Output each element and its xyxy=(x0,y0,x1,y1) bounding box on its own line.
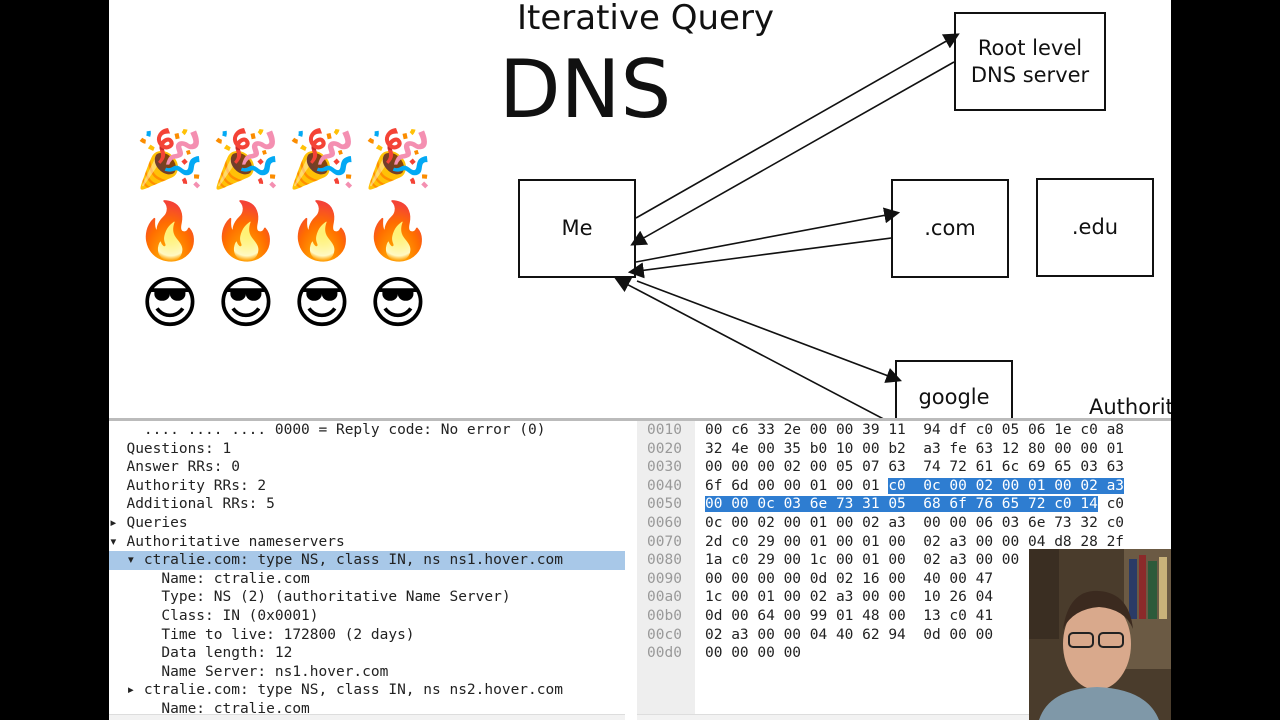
hex-bytes: 6f 6d 00 00 01 00 01 c0 0c 00 02 00 01 0… xyxy=(705,477,1125,496)
sunglasses-face-icon: 😎 xyxy=(140,271,200,336)
packet-details-tree[interactable]: .... .... .... 0000 = Reply code: No err… xyxy=(109,421,625,720)
sunglasses-face-icon: 😎 xyxy=(216,271,276,336)
tree-line-name[interactable]: Name: ctralie.com xyxy=(109,570,310,587)
arrow-me-to-root xyxy=(635,33,960,219)
hex-row[interactable]: 00b0 0d 00 64 00 99 01 48 00 13 c0 41 xyxy=(637,607,1171,626)
hex-offset: 0070 xyxy=(647,533,682,550)
hex-offset: 0020 xyxy=(647,440,682,457)
tree-line-questions[interactable]: Questions: 1 xyxy=(109,440,232,457)
hex-bytes-highlighted: 00 00 0c 03 6e 73 31 05 68 6f 76 65 72 c… xyxy=(705,496,1098,513)
tree-node-ns2-record[interactable]: ▸ ctralie.com: type NS, class IN, ns ns2… xyxy=(109,682,563,699)
emoji-row-fire: 🔥 🔥 🔥 🔥 xyxy=(135,196,435,268)
fire-icon: 🔥 xyxy=(211,199,281,264)
hex-bytes: 00 00 00 00 0d 02 16 00 40 00 47 xyxy=(705,570,994,587)
hex-row[interactable]: 0050 00 00 0c 03 6e 73 31 05 68 6f 76 65 … xyxy=(637,495,1171,514)
tree-line-authority-rrs[interactable]: Authority RRs: 2 xyxy=(109,477,267,494)
hex-row[interactable]: 00d0 00 00 00 00 xyxy=(637,644,1171,663)
arrow-root-to-me xyxy=(630,61,955,246)
wireshark-panes: .... .... .... 0000 = Reply code: No err… xyxy=(109,418,1171,720)
emoji-row-sunglasses: 😎 😎 😎 😎 xyxy=(135,268,435,340)
hex-offset: 0080 xyxy=(647,552,682,569)
party-popper-icon: 🎉 xyxy=(287,127,357,192)
hex-offset: 00d0 xyxy=(647,645,682,662)
arrow-com-to-me xyxy=(627,237,892,279)
com-tld-box: .com xyxy=(891,179,1009,278)
packet-bytes-pane[interactable]: 0010 00 c6 33 2e 00 00 39 11 94 df c0 05 … xyxy=(637,421,1171,720)
hex-bytes: 0c 00 02 00 01 00 02 a3 00 00 06 03 6e 7… xyxy=(705,514,1125,531)
hex-offset: 0030 xyxy=(647,459,682,476)
hex-bytes-plain: 6f 6d 00 00 01 00 01 xyxy=(705,477,889,494)
hex-offset: 0040 xyxy=(647,477,682,494)
tree-node-ns1-record-selected[interactable]: ▾ ctralie.com: type NS, class IN, ns ns1… xyxy=(109,551,625,570)
hex-bytes-plain: c0 xyxy=(1097,496,1125,513)
slide-canvas: Iterative Query DNS 🎉 🎉 🎉 🎉 🔥 🔥 🔥 🔥 😎 😎 … xyxy=(109,0,1171,720)
offset-column-bg xyxy=(637,421,695,720)
hex-offset: 00a0 xyxy=(647,589,682,606)
root-dns-server-box: Root level DNS server xyxy=(954,12,1106,111)
sunglasses-face-icon: 😎 xyxy=(368,271,428,336)
tree-node-authoritative-nameservers[interactable]: ▾ Authoritative nameservers xyxy=(109,533,345,550)
hex-bytes: 1c 00 01 00 02 a3 00 00 10 26 04 xyxy=(705,589,994,606)
hex-bytes: 32 4e 00 35 b0 10 00 b2 a3 fe 63 12 80 0… xyxy=(705,440,1125,457)
hex-bytes: 2d c0 29 00 01 00 01 00 02 a3 00 00 04 d… xyxy=(705,533,1125,550)
hex-bytes: 02 a3 00 00 04 40 62 94 0d 00 00 xyxy=(705,626,994,643)
tree-line-additional-rrs[interactable]: Additional RRs: 5 xyxy=(109,496,275,513)
fire-icon: 🔥 xyxy=(287,199,357,264)
arrow-google-to-me xyxy=(614,277,888,420)
slide-title: Iterative Query xyxy=(517,0,775,38)
hex-row[interactable]: 00c0 02 a3 00 00 04 40 62 94 0d 00 00 xyxy=(637,626,1171,645)
hex-bytes: 0d 00 64 00 99 01 48 00 13 c0 41 xyxy=(705,607,994,624)
fire-icon: 🔥 xyxy=(135,199,205,264)
tree-line-ttl[interactable]: Time to live: 172800 (2 days) xyxy=(109,626,415,643)
hex-row[interactable]: 0040 6f 6d 00 00 01 00 01 c0 0c 00 02 00 … xyxy=(637,477,1171,496)
arrow-me-to-google xyxy=(636,280,902,383)
hex-bytes-highlighted: c0 0c 00 02 00 01 00 02 a3 xyxy=(888,477,1125,494)
party-popper-icon: 🎉 xyxy=(211,127,281,192)
hex-row[interactable]: 0010 00 c6 33 2e 00 00 39 11 94 df c0 05 … xyxy=(637,421,1171,440)
hex-bytes: 00 00 00 02 00 05 07 63 74 72 61 6c 69 6… xyxy=(705,459,1125,476)
hex-row[interactable]: 00a0 1c 00 01 00 02 a3 00 00 10 26 04 xyxy=(637,588,1171,607)
presenter-webcam-image xyxy=(1029,549,1171,720)
hex-row[interactable]: 0020 32 4e 00 35 b0 10 00 b2 a3 fe 63 12 … xyxy=(637,440,1171,459)
tree-line-class[interactable]: Class: IN (0x0001) xyxy=(109,607,319,624)
hex-offset: 0050 xyxy=(647,496,682,513)
me-box: Me xyxy=(518,179,636,278)
emoji-row-party: 🎉 🎉 🎉 🎉 xyxy=(135,124,435,196)
edu-tld-box: .edu xyxy=(1036,178,1154,277)
tree-line-reply-code[interactable]: .... .... .... 0000 = Reply code: No err… xyxy=(109,422,546,438)
tree-line-answer-rrs[interactable]: Answer RRs: 0 xyxy=(109,459,240,476)
tree-line-name-server[interactable]: Name Server: ns1.hover.com xyxy=(109,663,389,680)
hex-bytes: 00 c6 33 2e 00 00 39 11 94 df c0 05 06 1… xyxy=(705,422,1125,438)
hex-row[interactable]: 0060 0c 00 02 00 01 00 02 a3 00 00 06 03 … xyxy=(637,514,1171,533)
hex-offset: 0060 xyxy=(647,514,682,531)
hex-horizontal-scrollbar[interactable] xyxy=(637,714,1171,720)
hex-bytes: 00 00 0c 03 6e 73 31 05 68 6f 76 65 72 c… xyxy=(705,495,1124,514)
party-popper-icon: 🎉 xyxy=(135,127,205,192)
tree-horizontal-scrollbar[interactable] xyxy=(109,714,625,720)
query-arrows xyxy=(614,33,960,420)
hex-bytes: 00 00 00 00 xyxy=(705,645,802,662)
webcam-overlay xyxy=(1029,549,1171,720)
hex-offset: 00b0 xyxy=(647,607,682,624)
tree-line-type[interactable]: Type: NS (2) (authoritative Name Server) xyxy=(109,589,511,606)
hex-row[interactable]: 0070 2d c0 29 00 01 00 01 00 02 a3 00 00 … xyxy=(637,533,1171,552)
tree-node-queries[interactable]: ▸ Queries xyxy=(109,514,188,531)
emoji-grid: 🎉 🎉 🎉 🎉 🔥 🔥 🔥 🔥 😎 😎 😎 😎 xyxy=(135,124,435,340)
fire-icon: 🔥 xyxy=(363,199,433,264)
arrow-me-to-com xyxy=(635,207,901,263)
hex-row[interactable]: 0030 00 00 00 02 00 05 07 63 74 72 61 6c … xyxy=(637,458,1171,477)
authoritative-label: Authorit xyxy=(1089,395,1171,419)
slide-heading: DNS xyxy=(499,43,672,136)
tree-line-name-2[interactable]: Name: ctralie.com xyxy=(109,700,310,717)
sunglasses-face-icon: 😎 xyxy=(292,271,352,336)
hex-offset: 00c0 xyxy=(647,626,682,643)
hex-offset: 0010 xyxy=(647,422,682,438)
party-popper-icon: 🎉 xyxy=(363,127,433,192)
tree-line-data-length[interactable]: Data length: 12 xyxy=(109,645,293,662)
hex-offset: 0090 xyxy=(647,570,682,587)
hex-row[interactable]: 0090 00 00 00 00 0d 02 16 00 40 00 47 xyxy=(637,570,1171,589)
